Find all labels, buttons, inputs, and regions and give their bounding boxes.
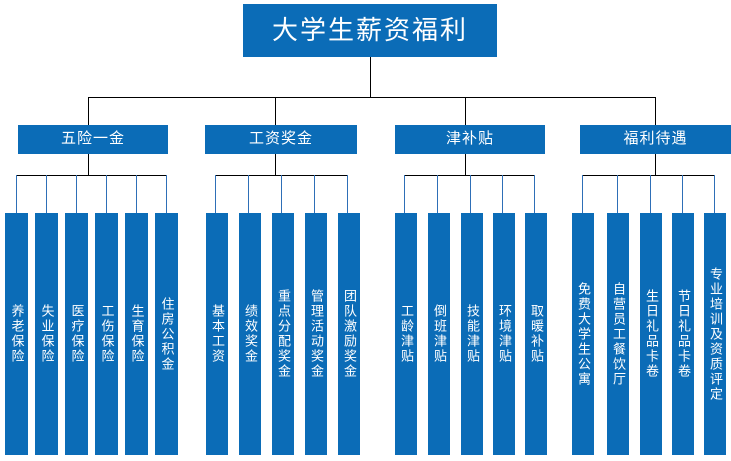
category-box-4[interactable]: 福利待遇 — [580, 125, 731, 154]
category-drop-connector-3 — [465, 97, 466, 125]
leaf-stem-3-1 — [404, 175, 405, 213]
leaf-box-3-5[interactable]: 取暖补贴 — [525, 213, 547, 455]
leaf-label-3-1: 工龄津贴 — [399, 304, 415, 364]
leaf-box-1-3[interactable]: 医疗保险 — [65, 213, 88, 455]
root-title-box[interactable]: 大学生薪资福利 — [243, 4, 497, 57]
leaf-stem-2-5 — [347, 175, 348, 213]
leaf-label-2-3: 重点分配奖金 — [276, 289, 292, 379]
root-title-label: 大学生薪资福利 — [271, 15, 468, 46]
root-horizontal-connector — [88, 97, 656, 98]
leaf-label-3-5: 取暖补贴 — [529, 304, 545, 364]
category-label-2: 工资奖金 — [248, 130, 313, 148]
leaf-label-4-1: 免费大学生公寓 — [576, 281, 592, 387]
leaf-stem-2-3 — [281, 175, 282, 213]
leaf-stem-4-2 — [617, 175, 618, 213]
category-drop-connector-2 — [275, 97, 276, 125]
leaf-label-3-2: 倒班津贴 — [432, 304, 448, 364]
leaf-stem-2-4 — [314, 175, 315, 213]
leaf-stem-3-3 — [470, 175, 471, 213]
leaf-stem-1-1 — [16, 175, 17, 213]
leaf-stem-1-6 — [166, 175, 167, 213]
leaf-box-1-2[interactable]: 失业保险 — [35, 213, 58, 455]
category-3-horizontal-connector — [404, 175, 534, 176]
leaf-box-2-2[interactable]: 绩效奖金 — [239, 213, 261, 455]
category-2-stem — [275, 154, 276, 175]
leaf-box-4-5[interactable]: 专业培训及资质评定 — [704, 213, 726, 455]
leaf-box-4-4[interactable]: 节日礼品卡卷 — [672, 213, 694, 455]
category-drop-connector-4 — [655, 97, 656, 125]
category-label-4: 福利待遇 — [623, 130, 688, 148]
leaf-stem-4-4 — [682, 175, 683, 213]
leaf-stem-3-4 — [502, 175, 503, 213]
leaf-label-2-2: 绩效奖金 — [243, 304, 259, 364]
leaf-label-1-5: 生育保险 — [129, 304, 145, 364]
leaf-box-4-1[interactable]: 免费大学生公寓 — [572, 213, 594, 455]
leaf-label-4-5: 专业培训及资质评定 — [708, 266, 724, 402]
category-4-horizontal-connector — [582, 175, 714, 176]
leaf-box-1-6[interactable]: 住房公积金 — [155, 213, 178, 455]
leaf-box-1-1[interactable]: 养老保险 — [5, 213, 28, 455]
leaf-stem-1-2 — [46, 175, 47, 213]
leaf-label-1-2: 失业保险 — [39, 304, 55, 364]
leaf-box-3-3[interactable]: 技能津贴 — [461, 213, 483, 455]
leaf-box-3-4[interactable]: 环境津贴 — [493, 213, 515, 455]
category-box-3[interactable]: 津补贴 — [395, 125, 545, 154]
leaf-stem-1-4 — [106, 175, 107, 213]
leaf-label-2-5: 团队激励奖金 — [342, 289, 358, 379]
category-3-stem — [465, 154, 466, 175]
category-drop-connector-1 — [88, 97, 89, 125]
leaf-label-3-3: 技能津贴 — [465, 304, 481, 364]
category-box-2[interactable]: 工资奖金 — [205, 125, 357, 154]
leaf-box-4-2[interactable]: 自营员工餐饮厅 — [607, 213, 629, 455]
leaf-label-4-4: 节日礼品卡卷 — [676, 289, 692, 379]
leaf-stem-3-2 — [437, 175, 438, 213]
leaf-stem-3-5 — [534, 175, 535, 213]
root-stem-connector — [370, 57, 371, 97]
category-1-stem — [88, 154, 89, 175]
leaf-stem-1-3 — [76, 175, 77, 213]
leaf-stem-2-1 — [215, 175, 216, 213]
leaf-stem-4-3 — [650, 175, 651, 213]
leaf-label-2-1: 基本工资 — [210, 304, 226, 364]
leaf-box-2-5[interactable]: 团队激励奖金 — [338, 213, 360, 455]
category-label-3: 津补贴 — [445, 130, 494, 148]
leaf-label-4-2: 自营员工餐饮厅 — [611, 281, 627, 387]
leaf-label-1-6: 住房公积金 — [159, 296, 175, 372]
leaf-label-4-3: 生日礼品卡卷 — [644, 289, 660, 379]
category-box-1[interactable]: 五险一金 — [18, 125, 168, 154]
leaf-box-2-1[interactable]: 基本工资 — [206, 213, 228, 455]
category-4-stem — [655, 154, 656, 175]
leaf-box-1-5[interactable]: 生育保险 — [125, 213, 148, 455]
leaf-stem-2-2 — [248, 175, 249, 213]
leaf-label-1-1: 养老保险 — [9, 304, 25, 364]
leaf-stem-4-5 — [714, 175, 715, 213]
leaf-box-4-3[interactable]: 生日礼品卡卷 — [640, 213, 662, 455]
leaf-label-2-4: 管理活动奖金 — [309, 289, 325, 379]
leaf-stem-4-1 — [582, 175, 583, 213]
leaf-box-1-4[interactable]: 工伤保险 — [95, 213, 118, 455]
category-1-horizontal-connector — [16, 175, 166, 176]
leaf-label-1-3: 医疗保险 — [69, 304, 85, 364]
category-label-1: 五险一金 — [60, 130, 125, 148]
leaf-stem-1-5 — [136, 175, 137, 213]
leaf-label-1-4: 工伤保险 — [99, 304, 115, 364]
leaf-box-3-1[interactable]: 工龄津贴 — [395, 213, 417, 455]
leaf-label-3-4: 环境津贴 — [497, 304, 513, 364]
leaf-box-2-3[interactable]: 重点分配奖金 — [272, 213, 294, 455]
leaf-box-2-4[interactable]: 管理活动奖金 — [305, 213, 327, 455]
leaf-box-3-2[interactable]: 倒班津贴 — [428, 213, 450, 455]
